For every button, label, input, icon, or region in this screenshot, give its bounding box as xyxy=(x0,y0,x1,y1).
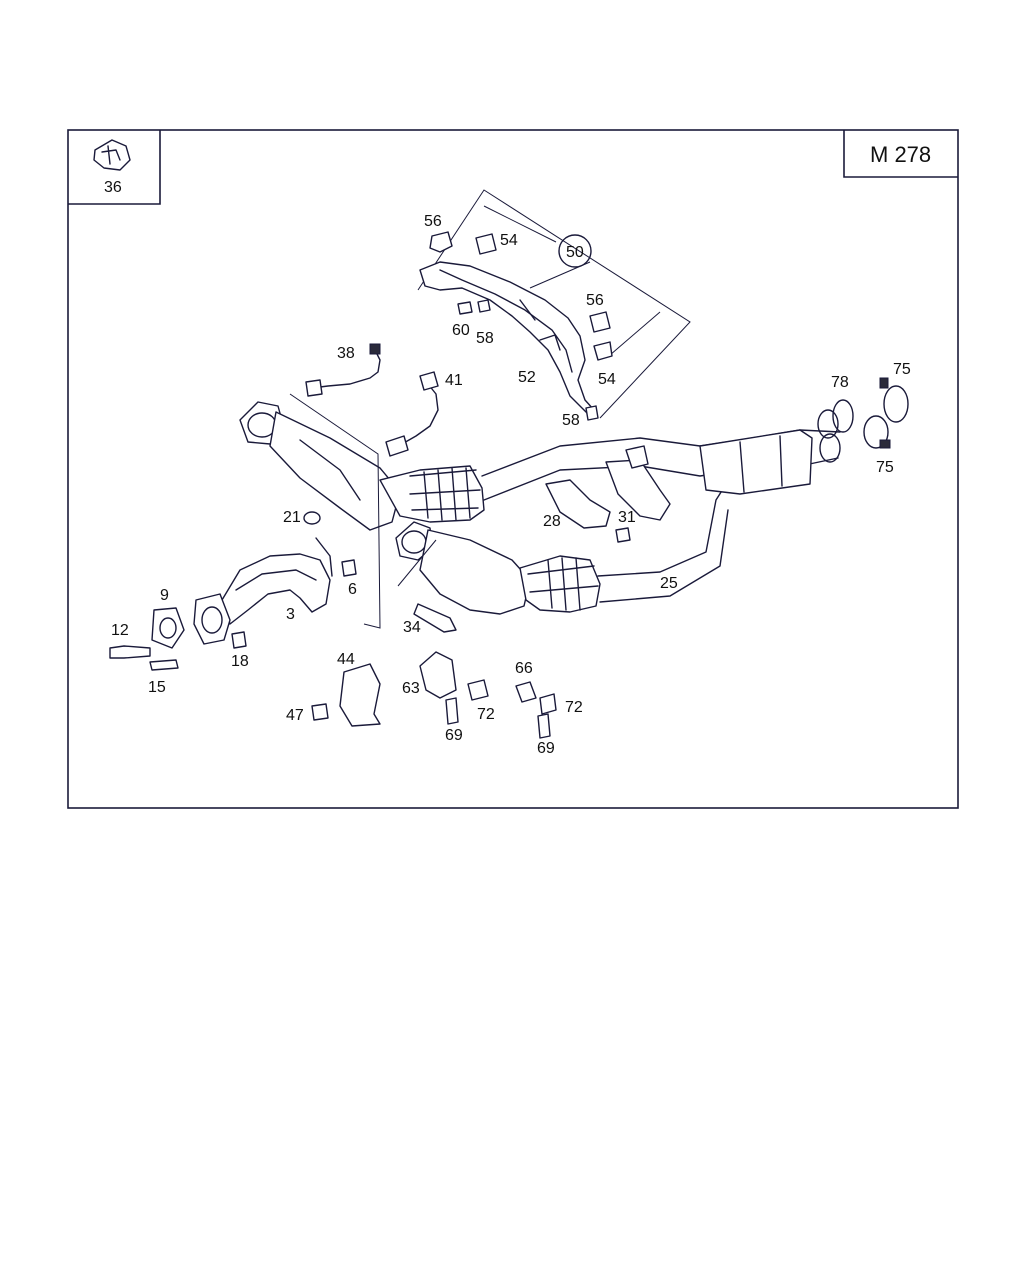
downpipe-3 xyxy=(193,537,357,645)
callout-21: 21 xyxy=(283,509,301,526)
callout-3: 3 xyxy=(286,606,295,623)
callout-58: 58 xyxy=(562,412,580,429)
callout-75: 75 xyxy=(893,361,911,378)
callout-78: 78 xyxy=(831,374,849,391)
fasteners xyxy=(109,511,457,671)
clip-36-icon xyxy=(93,139,131,171)
callout-41: 41 xyxy=(445,372,463,389)
callout-6: 6 xyxy=(348,581,357,598)
upper-catalytic-converter xyxy=(239,401,485,531)
callout-36: 36 xyxy=(104,179,122,196)
lower-catalytic-converter xyxy=(395,521,601,615)
oxygen-sensor-41 xyxy=(385,371,439,457)
model-box: M 278 xyxy=(843,130,958,178)
callout-9: 9 xyxy=(160,587,169,604)
oxygen-sensor-38 xyxy=(305,343,381,397)
callout-54: 54 xyxy=(500,232,518,249)
inset-box: 36 xyxy=(68,130,161,205)
clamps xyxy=(832,377,909,449)
callout-25: 25 xyxy=(660,575,678,592)
callout-34: 34 xyxy=(403,619,421,636)
callout-12: 12 xyxy=(111,622,129,639)
callout-15: 15 xyxy=(148,679,166,696)
callout-58: 58 xyxy=(476,330,494,347)
callout-66: 66 xyxy=(515,660,533,677)
callout-72: 72 xyxy=(477,706,495,723)
callout-38: 38 xyxy=(337,345,355,362)
callout-69: 69 xyxy=(445,727,463,744)
model-label: M 278 xyxy=(870,142,931,167)
mounting-brackets xyxy=(311,651,557,739)
diagram-frame xyxy=(67,129,959,809)
callout-75: 75 xyxy=(876,459,894,476)
callout-60: 60 xyxy=(452,322,470,339)
callout-72: 72 xyxy=(565,699,583,716)
callout-labels: 56 54 50 60 58 56 54 52 58 38 41 78 75 7… xyxy=(111,213,911,757)
callout-31: 31 xyxy=(618,509,636,526)
callout-18: 18 xyxy=(231,653,249,670)
callout-50: 50 xyxy=(566,244,584,261)
callout-54: 54 xyxy=(598,371,616,388)
callout-44: 44 xyxy=(337,651,355,668)
leader-lines xyxy=(289,393,437,629)
callout-47: 47 xyxy=(286,707,304,724)
callout-56: 56 xyxy=(586,292,604,309)
y-pipe-25 xyxy=(481,409,841,603)
bracket-group-50 xyxy=(417,189,691,421)
callout-69: 69 xyxy=(537,740,555,757)
heat-shields xyxy=(545,445,671,543)
callout-63: 63 xyxy=(402,680,420,697)
callout-52: 52 xyxy=(518,369,536,386)
callout-28: 28 xyxy=(543,513,561,530)
callout-56: 56 xyxy=(424,213,442,230)
